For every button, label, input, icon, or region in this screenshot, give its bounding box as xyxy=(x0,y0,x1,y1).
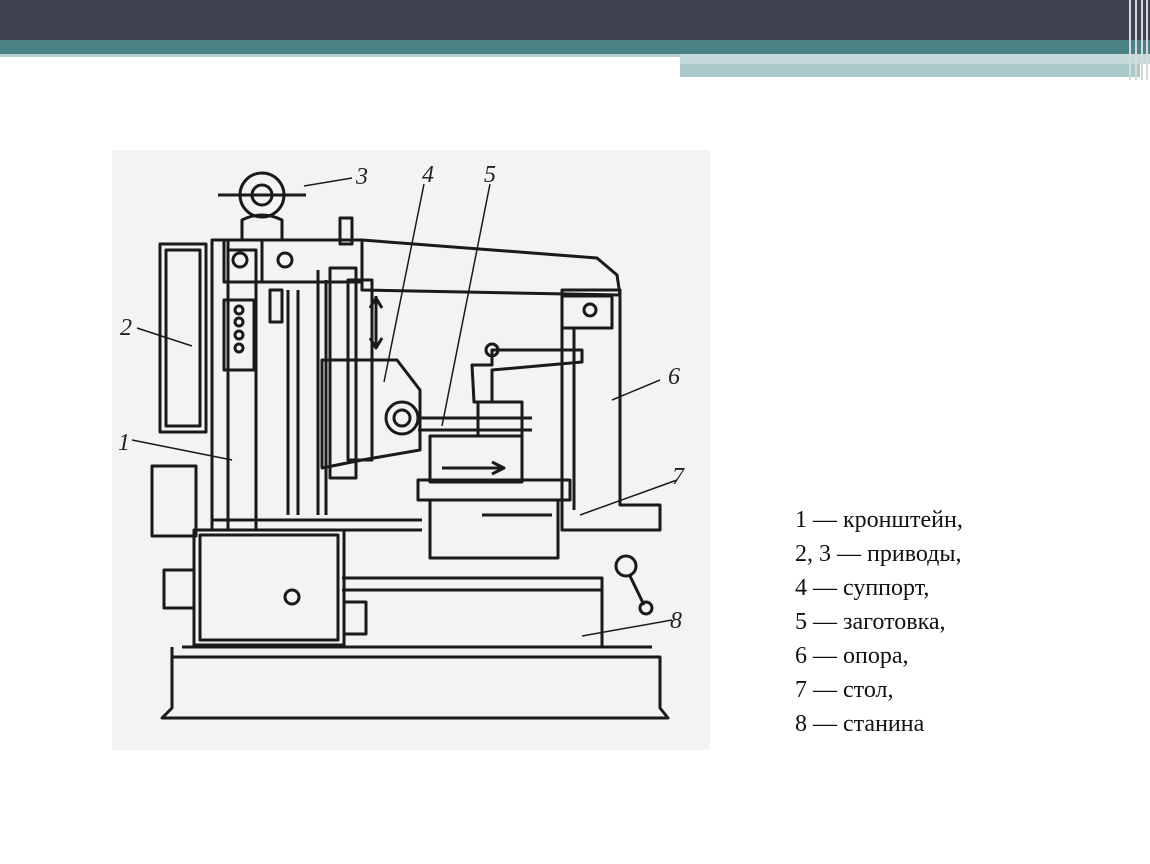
handwheel xyxy=(614,554,638,578)
label-4: 4 xyxy=(422,162,434,188)
workpiece-5 xyxy=(428,434,524,484)
legend-item-4: 4 — суппорт, xyxy=(795,575,930,601)
label-1: 1 xyxy=(118,430,130,456)
label-3: 3 xyxy=(355,164,368,190)
header-light-stripe xyxy=(680,54,1150,64)
left-lower-block xyxy=(192,528,346,647)
support-6 xyxy=(560,288,662,532)
legend-item-5: 5 — заготовка, xyxy=(795,609,946,635)
bed-body xyxy=(342,576,604,649)
header-accent-bar xyxy=(0,40,1150,54)
legend-item-8: 8 — станина xyxy=(795,711,925,737)
header-bar xyxy=(0,0,1150,40)
cutter xyxy=(384,400,420,436)
legend-item-1: 1 — кронштейн, xyxy=(795,507,963,533)
overarm xyxy=(360,238,622,297)
bed-base xyxy=(160,655,670,720)
legend-item-6: 6 — опора, xyxy=(795,643,909,669)
header-light-stripe-lower xyxy=(680,64,1140,77)
label-2: 2 xyxy=(120,315,132,341)
support-4 xyxy=(320,358,422,470)
corner-decoration xyxy=(1129,0,1148,80)
drive-2 xyxy=(158,242,208,434)
machine-drawing: 1 2 3 4 5 6 7 8 xyxy=(118,162,685,720)
legend-item-2-3: 2, 3 — приводы, xyxy=(795,541,962,567)
label-6: 6 xyxy=(668,364,680,390)
parts-legend: 1 — кронштейн, 2, 3 — приводы, 4 — суппо… xyxy=(795,503,1095,741)
legend-item-7: 7 — стол, xyxy=(795,677,894,703)
machine-diagram: 1 2 3 4 5 6 7 8 xyxy=(112,150,710,750)
header-thin-line xyxy=(0,54,680,57)
label-7: 7 xyxy=(672,464,685,490)
label-5: 5 xyxy=(484,162,496,188)
label-8: 8 xyxy=(670,608,682,634)
